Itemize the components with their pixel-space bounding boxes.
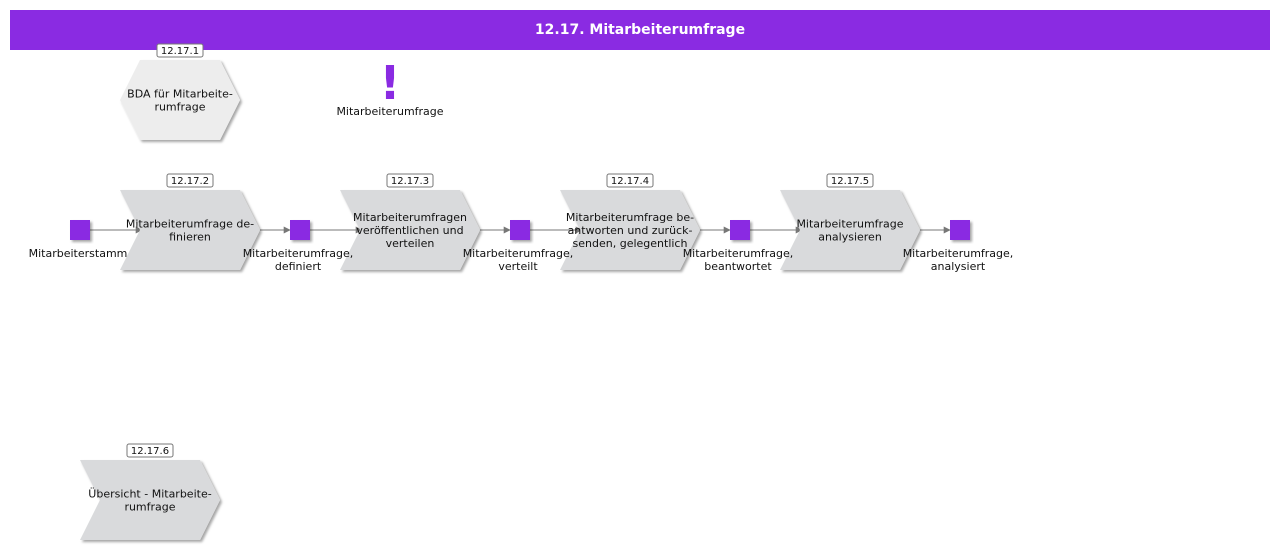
number-badge [606,173,654,188]
process-label-line: antworten und zurück- [568,224,693,237]
process-label-line: Mitarbeiterumfrage [796,218,903,231]
process-label-line: Mitarbeiterumfrage de- [126,218,254,231]
process-shape [120,190,260,270]
page-title: 12.17. Mitarbeiterumfrage [10,10,1270,50]
process-label-line: rumfrage [124,501,175,514]
process-label-line: senden, gelegentlich [573,237,688,250]
object-square [510,220,530,240]
object-square [70,220,90,240]
object-label-line: beantwortet [704,260,772,273]
object-square [950,220,970,240]
number-badge-label: 12.17.2 [171,176,209,187]
process-shape [80,460,220,540]
event-label: Mitarbeiterumfrage [336,105,443,118]
object-label-line: Mitarbeiterumfrage, [903,247,1014,260]
object-square [730,220,750,240]
number-badge-label: 12.17.6 [131,446,169,457]
object-label-line: Mitarbeiterumfrage, [683,247,794,260]
process-label-line: Mitarbeiterumfragen [353,211,467,224]
process-shape [560,190,700,270]
number-badge-label: 12.17.1 [161,46,199,57]
number-badge-label: 12.17.5 [831,176,869,187]
number-badge [826,173,874,188]
process-label-line: Mitarbeiterumfrage be- [566,211,694,224]
object-square [290,220,310,240]
object-label-line: Mitarbeiterumfrage, [463,247,574,260]
number-badge [166,173,214,188]
object-label-line: Mitarbeiterumfrage, [243,247,354,260]
process-label-line: veröffentlichen und [356,224,463,237]
object-label-line: Mitarbeiterstamm [29,247,128,260]
hexagon-label-line: BDA für Mitarbeite- [127,88,233,101]
process-shape [340,190,480,270]
number-badge [156,43,204,58]
process-label-line: verteilen [386,237,435,250]
object-label-line: definiert [275,260,322,273]
process-label-line: Übersicht - Mitarbeite- [88,488,211,501]
hexagon-shape [120,60,240,140]
number-badge [126,443,174,458]
process-label-line: analysieren [818,231,882,244]
process-label-line: finieren [169,231,211,244]
exclamation-icon: ! [380,56,401,110]
hexagon-label-line: rumfrage [154,101,205,114]
number-badge-label: 12.17.4 [611,176,649,187]
process-shape [780,190,920,270]
object-label-line: analysiert [931,260,986,273]
number-badge [386,173,434,188]
object-label-line: verteilt [498,260,538,273]
number-badge-label: 12.17.3 [391,176,429,187]
